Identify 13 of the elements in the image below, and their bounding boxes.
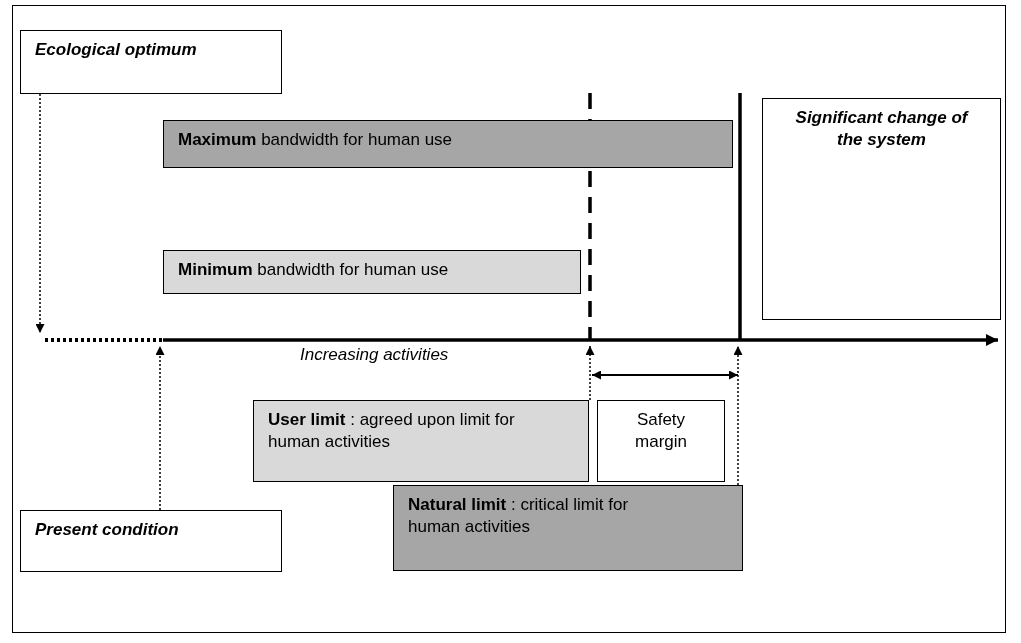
condition-box: Significant change of the system	[762, 98, 1001, 320]
leader-line	[733, 345, 743, 486]
condition-box: Present condition	[20, 510, 282, 572]
limit-box: Natural limit : critical limit for human activities	[393, 485, 743, 571]
bandwidth-bar: Maximum bandwidth for human use	[163, 120, 733, 168]
limit-box: User limit : agreed upon limit for human activities	[253, 400, 589, 482]
condition-box: Ecological optimum	[20, 30, 282, 94]
margin-box: Safety margin	[597, 400, 725, 482]
leader-line	[35, 93, 45, 334]
leader-line	[155, 345, 165, 511]
bandwidth-bar: Minimum bandwidth for human use	[163, 250, 581, 294]
leader-line	[585, 345, 595, 401]
axis-label: Increasing activities	[300, 345, 449, 365]
